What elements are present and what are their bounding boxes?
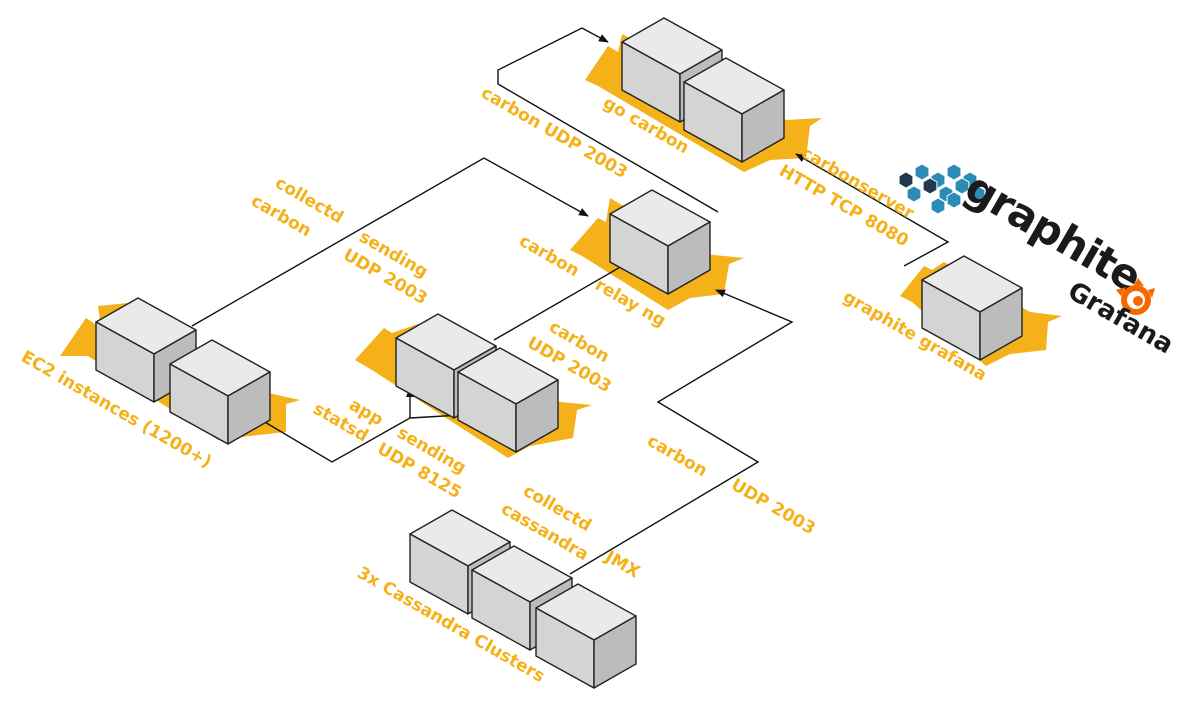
server-boxes bbox=[95, 17, 1023, 689]
wire-statsd-relay bbox=[493, 257, 637, 341]
cassandra-relay-label-5: UDP 2003 bbox=[728, 475, 819, 539]
wire-ec2-relay bbox=[191, 157, 589, 327]
relay-label: carbon bbox=[516, 231, 583, 281]
statsd-server-box-2 bbox=[457, 347, 559, 453]
grafana-server-box bbox=[921, 255, 1023, 361]
wire-cassandra-relay bbox=[569, 289, 794, 575]
ec2-server-box-2 bbox=[169, 339, 271, 445]
grafana-swirl-icon bbox=[1116, 278, 1155, 315]
wire-ec2-statsd bbox=[257, 387, 414, 463]
wire-relay-gocarbon bbox=[497, 27, 719, 213]
cassandra-server-box-3 bbox=[535, 583, 637, 689]
relay-server-box bbox=[609, 189, 711, 295]
cassandra-relay-label-4: carbon bbox=[644, 431, 711, 481]
wires bbox=[191, 27, 950, 575]
wire-grafana-gocarbon bbox=[795, 153, 950, 267]
graphite-hexagon-icon bbox=[898, 163, 986, 215]
gocarbon-server-box-2 bbox=[683, 57, 785, 163]
